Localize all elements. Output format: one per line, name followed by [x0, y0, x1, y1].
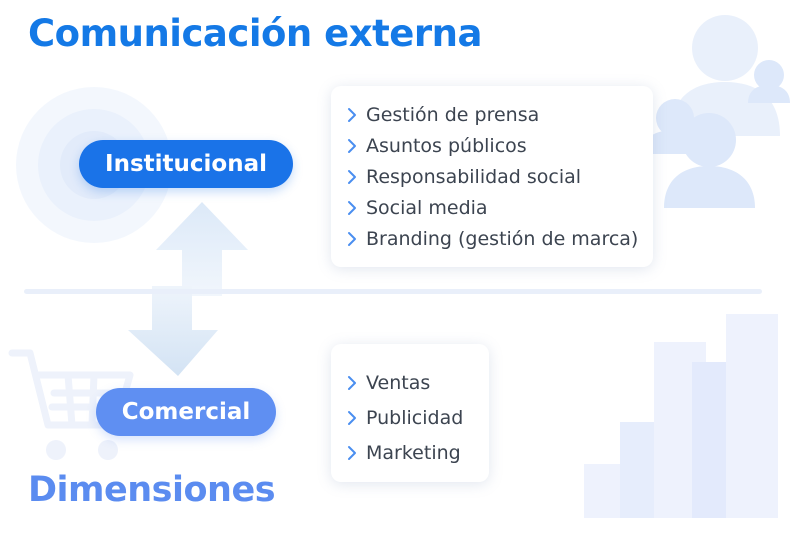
institucional-label: Institucional	[105, 151, 267, 177]
list-item: Responsabilidad social	[331, 161, 653, 192]
section-subtitle: Dimensiones	[28, 470, 276, 510]
chevron-right-icon	[348, 410, 356, 425]
chevron-right-icon	[348, 445, 356, 460]
chevron-right-icon	[348, 231, 356, 246]
comercial-list: Ventas Publicidad Marketing	[331, 344, 489, 470]
chevron-right-icon	[348, 200, 356, 215]
list-item: Branding (gestión de marca)	[331, 223, 653, 254]
list-item: Asuntos públicos	[331, 130, 653, 161]
people-group-icon	[642, 15, 790, 208]
list-item: Social media	[331, 192, 653, 223]
institucional-card: Gestión de prensa Asuntos públicos Respo…	[331, 86, 653, 267]
bar-chart-icon	[584, 314, 778, 518]
list-item: Publicidad	[331, 400, 489, 435]
list-item-label: Ventas	[366, 371, 431, 394]
list-item: Ventas	[331, 365, 489, 400]
list-item: Gestión de prensa	[331, 99, 653, 130]
double-arrow-icon	[128, 202, 248, 376]
chevron-right-icon	[348, 169, 356, 184]
chevron-right-icon	[348, 107, 356, 122]
institucional-pill: Institucional	[79, 140, 293, 188]
list-item-label: Publicidad	[366, 406, 464, 429]
list-item-label: Responsabilidad social	[366, 165, 582, 188]
comercial-card: Ventas Publicidad Marketing	[331, 344, 489, 482]
list-item-label: Gestión de prensa	[366, 103, 540, 126]
chevron-right-icon	[348, 138, 356, 153]
list-item: Marketing	[331, 435, 489, 470]
page-title: Comunicación externa	[28, 12, 482, 55]
list-item-label: Branding (gestión de marca)	[366, 227, 639, 250]
institucional-list: Gestión de prensa Asuntos públicos Respo…	[331, 86, 653, 254]
comercial-label: Comercial	[121, 399, 251, 425]
list-item-label: Social media	[366, 196, 488, 219]
chevron-right-icon	[348, 375, 356, 390]
list-item-label: Asuntos públicos	[366, 134, 527, 157]
section-divider	[24, 289, 762, 294]
comercial-pill: Comercial	[96, 388, 276, 436]
list-item-label: Marketing	[366, 441, 461, 464]
